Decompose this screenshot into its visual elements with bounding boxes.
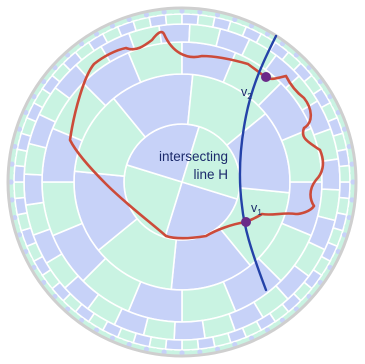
boundary-tile — [206, 348, 212, 354]
boundary-tile — [161, 349, 167, 355]
boundary-tile — [179, 350, 185, 356]
tiling-cell — [148, 336, 168, 351]
intersecting-line-h — [238, 34, 278, 292]
boundary-tile — [152, 10, 158, 16]
tiling-cell — [13, 196, 28, 216]
boundary-tile — [8, 188, 14, 194]
boundary-tile — [10, 152, 16, 158]
line-label-line1: intersecting — [159, 149, 228, 164]
vertex-v2-marker — [261, 72, 271, 82]
boundary-tile — [179, 8, 185, 14]
boundary-tile — [188, 350, 194, 356]
hyperbolic-polygon — [68, 30, 325, 240]
poincare-disk — [8, 8, 356, 356]
boundary-tile — [9, 197, 15, 203]
boundary-tile — [170, 350, 176, 356]
tiling-cell — [173, 319, 206, 341]
vertex-v1-label: v1 — [251, 201, 262, 217]
tiling-cell — [164, 13, 183, 26]
disk-boundary — [6, 6, 358, 358]
boundary-tile — [9, 161, 15, 167]
boundary-tile — [349, 161, 355, 167]
boundary-tile — [350, 170, 356, 176]
boundary-tile — [197, 349, 203, 355]
tiling-cell — [13, 164, 26, 183]
boundary-tile — [197, 9, 203, 15]
vertex-v2-label: v2 — [241, 85, 252, 101]
tiling-cell — [181, 13, 200, 26]
boundary-tile — [10, 206, 16, 212]
boundary-tile — [8, 170, 14, 176]
tiling-cell — [338, 164, 351, 183]
boundary-tile — [350, 179, 356, 185]
line-label-line2: line H — [193, 167, 228, 182]
boundary-tile — [152, 348, 158, 354]
tiling-cell — [181, 338, 200, 351]
tiling-cell — [13, 148, 28, 168]
tiling-cell — [148, 13, 168, 28]
tiling-cell — [336, 196, 351, 216]
vertex-v1-letter: v — [251, 201, 258, 215]
boundary-tile — [349, 197, 355, 203]
boundary-tile — [170, 8, 176, 14]
tiling-cell — [23, 173, 45, 206]
tiling-cell — [164, 338, 183, 351]
vertex-v2-subscript: 2 — [247, 91, 252, 101]
vertex-v2-letter: v — [241, 85, 248, 99]
boundary-tile — [350, 188, 356, 194]
vertex-v1-subscript: 1 — [257, 207, 262, 217]
hyperbolic-tiling — [13, 13, 351, 351]
boundary-tile — [206, 10, 212, 16]
boundary-tile — [8, 179, 14, 185]
tiling-cell — [338, 181, 351, 200]
boundary-tile — [348, 152, 354, 158]
tiling-cell — [196, 13, 216, 28]
tiling-cell — [196, 336, 216, 351]
boundary-tile — [188, 8, 194, 14]
tiling-cell — [336, 148, 351, 168]
boundary-tile — [161, 9, 167, 15]
tiling-cell — [13, 181, 26, 200]
boundary-tile — [348, 206, 354, 212]
vertex-v1-marker — [241, 217, 251, 227]
